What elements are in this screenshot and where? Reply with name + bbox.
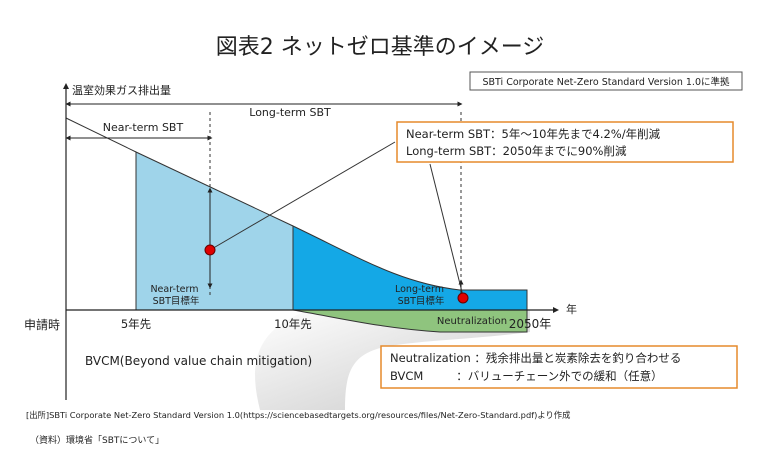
callout-bottom-line2: BVCM ：バリューチェーン外での緩和（任意） bbox=[390, 369, 663, 383]
long-term-span-label: Long-term SBT bbox=[249, 106, 331, 119]
standard-badge: SBTi Corporate Net-Zero Standard Version… bbox=[482, 76, 730, 88]
callout-top bbox=[396, 121, 734, 163]
callout-bottom bbox=[380, 345, 738, 389]
near-term-span-label: Near-term SBT bbox=[103, 121, 184, 134]
long-term-target-label: Long-term SBT目標年 bbox=[395, 284, 447, 307]
x-tick-application: 申請時 bbox=[24, 318, 60, 332]
data-note: （資料）環境省「SBTについて」 bbox=[30, 434, 164, 446]
callout-top-line1: Near-term SBT：5年～10年先まで4.2%/年削減 bbox=[406, 127, 661, 141]
neutralization-label: Neutralization bbox=[437, 316, 507, 327]
x-tick-2050: 2050年 bbox=[509, 317, 552, 331]
callout-connector-near bbox=[209, 141, 396, 251]
callout-top-line2: Long-term SBT：2050年までに90%削減 bbox=[406, 144, 627, 158]
x-axis-label: 年 bbox=[566, 302, 577, 316]
y-axis-label: 温室効果ガス排出量 bbox=[72, 83, 171, 97]
neutralization-area bbox=[292, 309, 528, 333]
page-title: 図表2 ネットゼロ基準のイメージ bbox=[216, 35, 545, 60]
bvcm-area bbox=[255, 310, 530, 410]
callout-connector-long bbox=[429, 163, 464, 297]
standard-badge-box bbox=[469, 71, 743, 91]
emission-trajectory bbox=[65, 117, 137, 153]
near-term-marker bbox=[204, 244, 216, 256]
long-term-marker bbox=[457, 292, 469, 304]
source-note: [出所]SBTi Corporate Net-Zero Standard Ver… bbox=[26, 410, 570, 420]
bvcm-label: BVCM(Beyond value chain mitigation) bbox=[85, 354, 312, 368]
near-term-target-label: Near-term SBT目標年 bbox=[150, 284, 201, 307]
x-tick-5-years: 5年先 bbox=[121, 317, 151, 331]
long-term-area bbox=[292, 225, 528, 311]
callout-bottom-line1: Neutralization ：残余排出量と炭素除去を釣り合わせる bbox=[390, 351, 681, 365]
x-tick-10-years: 10年先 bbox=[274, 317, 312, 331]
